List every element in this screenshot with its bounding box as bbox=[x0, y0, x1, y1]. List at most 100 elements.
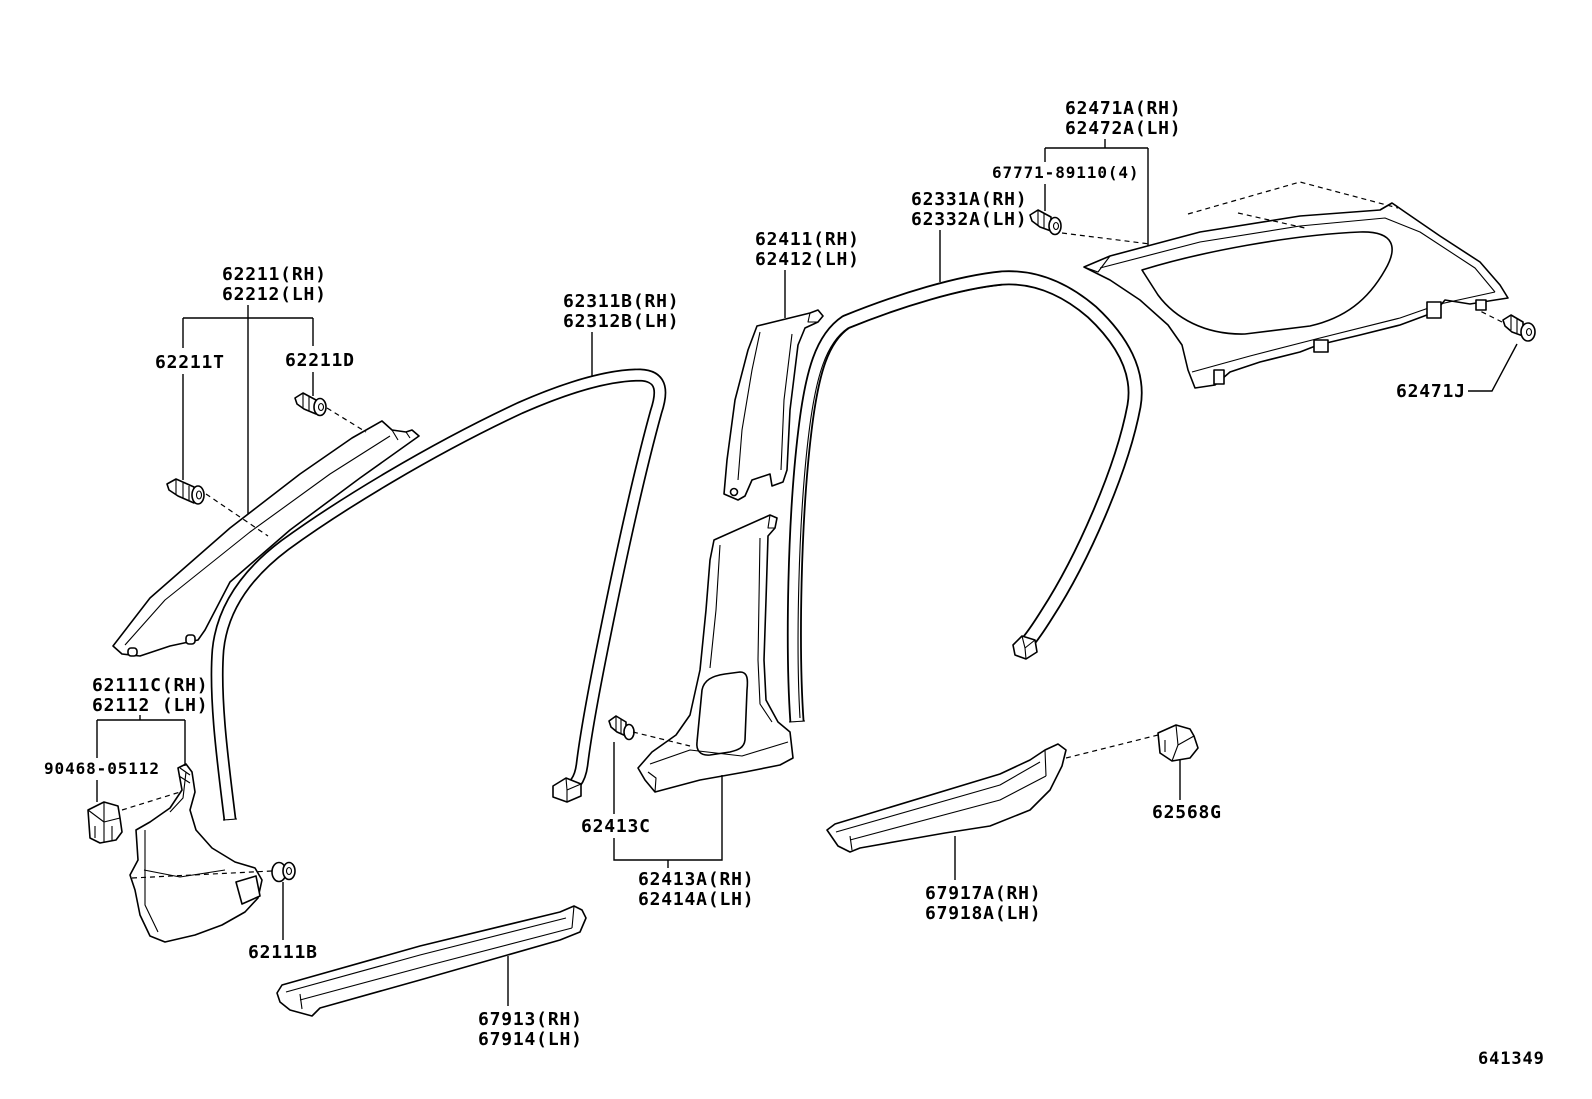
cowl-trim-clip bbox=[87, 801, 123, 844]
dashed-line bbox=[632, 731, 691, 747]
leader-lines bbox=[96, 139, 1518, 1006]
clip-head-center bbox=[317, 402, 325, 412]
fastener-front bbox=[282, 861, 296, 881]
trim-edge-line bbox=[143, 869, 226, 878]
dashed-line bbox=[1061, 232, 1151, 245]
part-number-labels: 62471A(RH) 62472A(LH) 67771-89110(4) 623… bbox=[44, 98, 1545, 1069]
clip-rib bbox=[175, 480, 190, 501]
center-pillar-clip bbox=[608, 715, 635, 741]
clip-head-center bbox=[1052, 221, 1060, 231]
trim-rib bbox=[169, 767, 191, 813]
callout-roof-garnish-rear-clip: 62471J bbox=[1396, 381, 1466, 402]
callout-cowl-trim-clip: 90468-05112 bbox=[44, 759, 160, 778]
garnish-clip-tab bbox=[1213, 369, 1225, 385]
callout-front-pillar-garnish-rh: 62211(RH) bbox=[222, 264, 327, 285]
rear-scuff-plate-outline bbox=[826, 743, 1067, 853]
clip-body bbox=[87, 801, 123, 844]
garnish-window bbox=[696, 671, 749, 756]
front-scuff-plate-outline bbox=[276, 905, 587, 1017]
callout-center-pillar-lower-garnish-lh: 62414A(LH) bbox=[638, 889, 754, 910]
roof-garnish-rear-clip bbox=[1502, 314, 1536, 342]
garnish-edge-line bbox=[737, 331, 761, 481]
callout-front-scuff-plate-lh: 67914(LH) bbox=[478, 1029, 583, 1050]
figure-number: 641349 bbox=[1478, 1049, 1545, 1069]
leader-line bbox=[182, 305, 314, 514]
clip-head bbox=[623, 723, 635, 741]
clip-rib bbox=[615, 717, 622, 734]
clip-body bbox=[1502, 314, 1524, 337]
clip-head-center bbox=[1525, 327, 1533, 337]
installation-lines bbox=[121, 181, 1503, 879]
cowl-side-trim bbox=[129, 763, 263, 943]
callout-front-pillar-garnish-lh: 62212(LH) bbox=[222, 284, 327, 305]
leader-line bbox=[1468, 343, 1518, 392]
clip-head-center bbox=[195, 490, 203, 500]
callout-rear-door-weatherstrip-rh: 62331A(RH) bbox=[911, 189, 1027, 210]
garnish-clip-tab bbox=[185, 634, 196, 645]
detail-line bbox=[1164, 724, 1195, 762]
garnish-window-opening bbox=[1141, 231, 1393, 335]
roof-side-inner-garnish bbox=[1083, 202, 1509, 389]
roof-garnish-clip bbox=[1029, 209, 1062, 236]
front-pillar-clip-d bbox=[294, 392, 327, 417]
clip-head bbox=[1520, 322, 1536, 342]
weatherstrip-channel bbox=[788, 272, 1141, 723]
garnish-edge-line bbox=[1099, 217, 1496, 293]
callout-cowl-side-trim-rh: 62111C(RH) bbox=[92, 675, 208, 696]
detail-line bbox=[391, 429, 411, 441]
callout-center-pillar-upper-garnish-rh: 62411(RH) bbox=[755, 229, 860, 250]
weatherstrip-outline bbox=[210, 368, 667, 821]
callout-front-pillar-clip-t: 62211T bbox=[155, 352, 225, 373]
callout-front-scuff-plate-rh: 67913(RH) bbox=[478, 1009, 583, 1030]
leader-line bbox=[1044, 139, 1149, 246]
callout-roof-garnish-clip: 67771-89110(4) bbox=[992, 163, 1139, 182]
garnish-clip-tab bbox=[127, 647, 138, 657]
detail-line bbox=[807, 312, 818, 323]
detail-line bbox=[849, 749, 1047, 851]
clip-body bbox=[294, 392, 317, 415]
clip-head bbox=[313, 397, 327, 417]
clip-rib bbox=[1510, 316, 1518, 333]
dashed-line bbox=[1065, 734, 1159, 759]
callout-front-door-weatherstrip-lh: 62312B(LH) bbox=[563, 311, 679, 332]
center-pillar-lower-garnish-outline bbox=[637, 514, 794, 793]
fastener-center bbox=[285, 866, 293, 876]
front-pillar-garnish bbox=[112, 420, 420, 657]
front-pillar-garnish-outline bbox=[112, 420, 420, 657]
detail-line bbox=[647, 514, 775, 793]
weatherstrip-channel bbox=[212, 370, 665, 821]
trim-edge-line bbox=[144, 830, 159, 933]
callout-front-pillar-clip-d: 62211D bbox=[285, 350, 355, 371]
cowl-side-trim-outline bbox=[129, 763, 263, 943]
callout-scuff-plate-clip: 62568G bbox=[1152, 802, 1222, 823]
trim-foot bbox=[235, 875, 261, 905]
callout-cowl-trim-fastener: 62111B bbox=[248, 942, 318, 963]
garnish-clip-tab bbox=[1426, 301, 1442, 319]
clip-body bbox=[1029, 209, 1052, 232]
scuff-plate-clip bbox=[1157, 724, 1199, 762]
clip-head bbox=[191, 485, 205, 505]
garnish-crease bbox=[124, 435, 391, 646]
garnish-clip-tab bbox=[1313, 339, 1329, 353]
clip-rib bbox=[302, 394, 310, 411]
callout-roof-side-inner-garnish-rh: 62471A(RH) bbox=[1065, 98, 1181, 119]
callout-center-pillar-upper-garnish-lh: 62412(LH) bbox=[755, 249, 860, 270]
dashed-line bbox=[121, 791, 181, 811]
garnish-edge-line bbox=[780, 333, 793, 471]
front-pillar-clip-t bbox=[166, 478, 205, 505]
garnish-clip-tab bbox=[1475, 299, 1487, 311]
detail-line bbox=[87, 802, 121, 842]
callout-roof-side-inner-garnish-lh: 62472A(LH) bbox=[1065, 118, 1181, 139]
callout-center-pillar-lower-garnish-rh: 62413A(RH) bbox=[638, 869, 754, 890]
dashed-line bbox=[1187, 181, 1399, 215]
callout-front-door-weatherstrip-rh: 62311B(RH) bbox=[563, 291, 679, 312]
detail-line bbox=[565, 777, 582, 802]
scuff-channel bbox=[849, 775, 1047, 841]
callout-center-pillar-clip: 62413C bbox=[581, 816, 651, 837]
dashed-line bbox=[1237, 212, 1306, 229]
weatherstrip-inner-line bbox=[797, 284, 1003, 719]
callout-rear-scuff-plate-lh: 67918A(LH) bbox=[925, 903, 1041, 924]
weatherstrip-end bbox=[788, 720, 806, 723]
garnish-clip-tab bbox=[729, 487, 739, 497]
